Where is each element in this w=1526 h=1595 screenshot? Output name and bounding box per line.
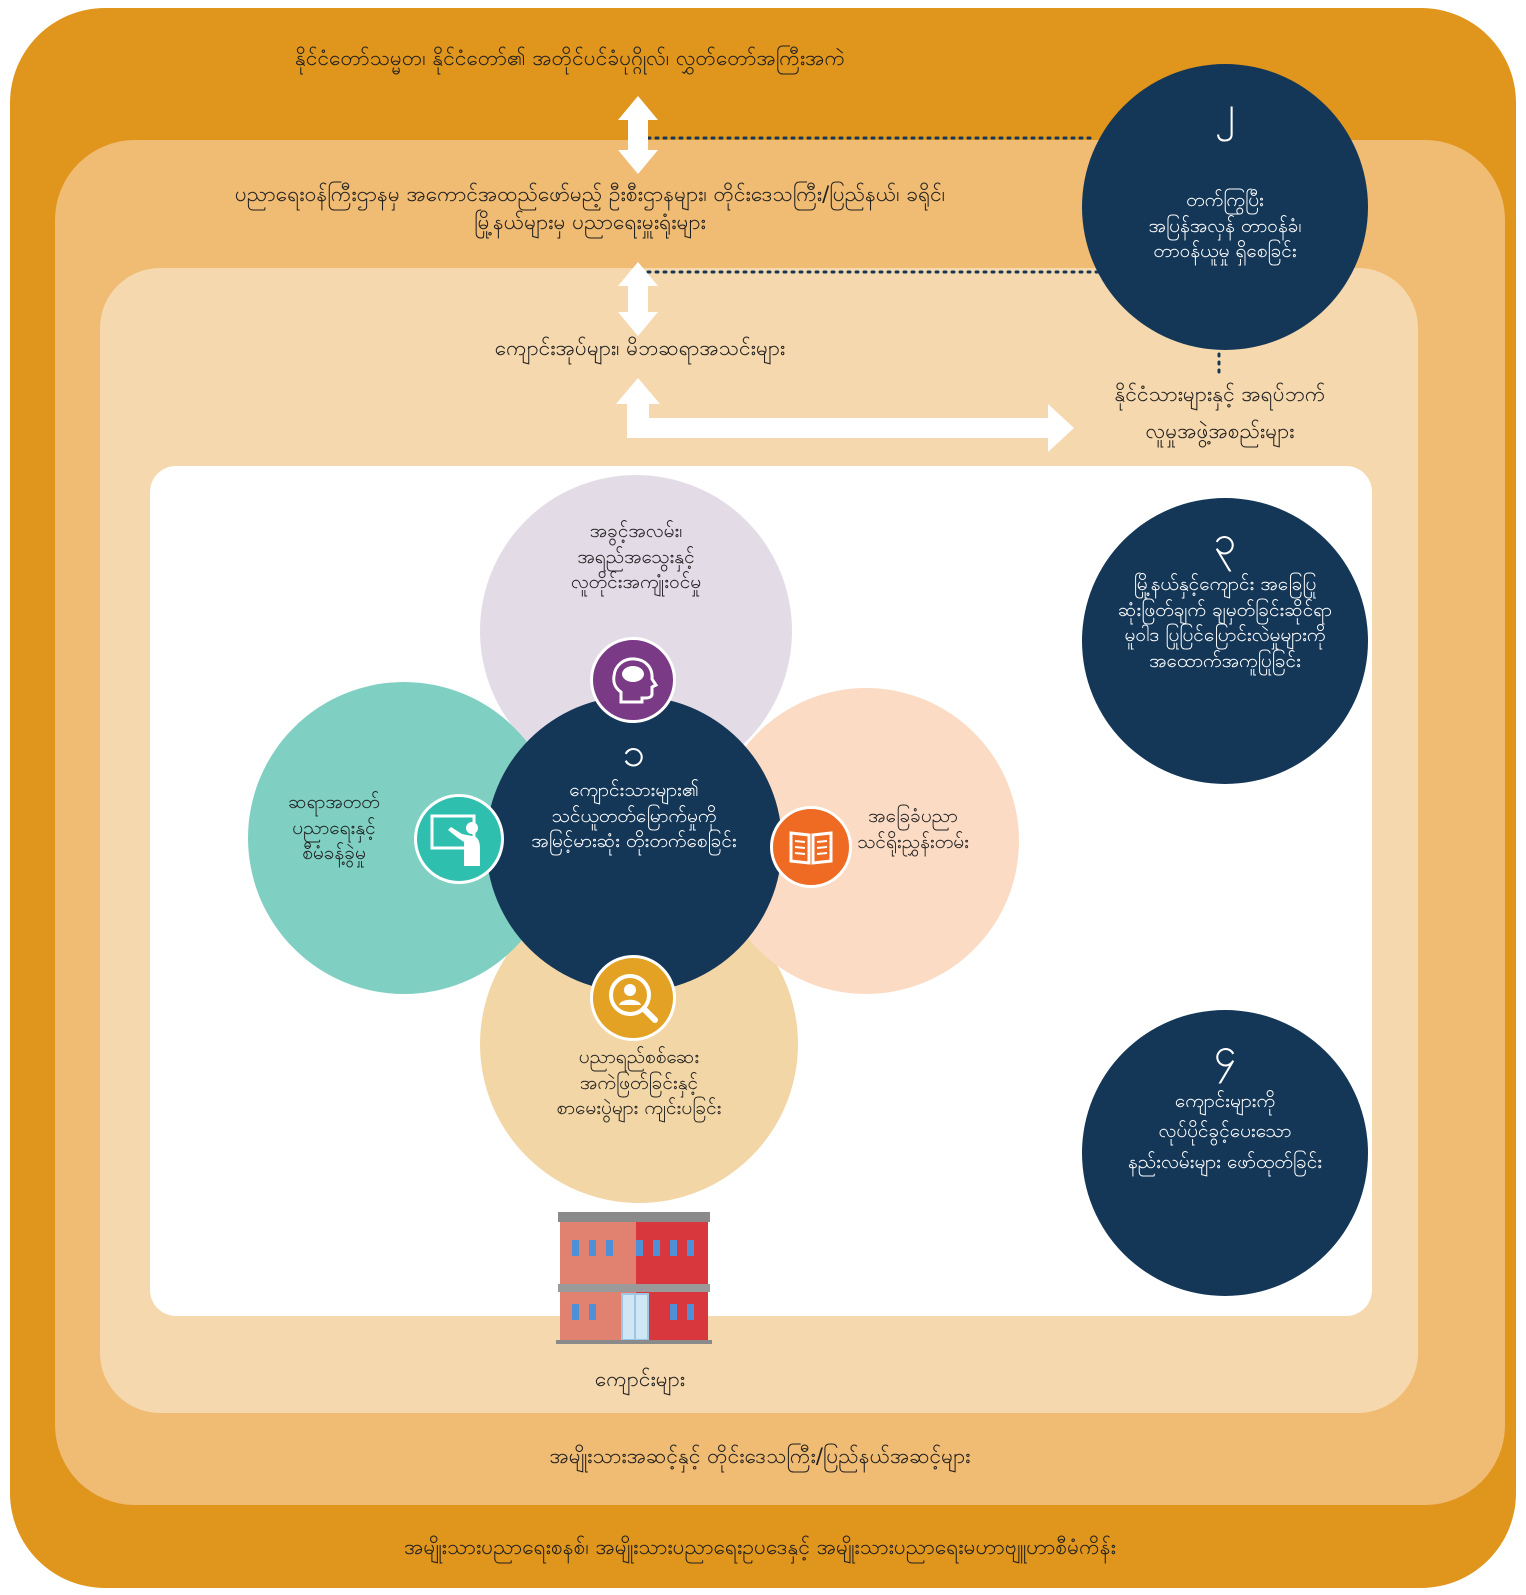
- teacher-board-icon-svg: [430, 814, 480, 866]
- center-number: ၁: [622, 730, 646, 776]
- head-brain-icon: [590, 637, 676, 723]
- center-text: ကျောင်းသားများ၏ သင်ယူတတ်မြောက်မှုကို အမြ…: [492, 778, 776, 855]
- level-clusters-text: ကျောင်းအုပ်များ၊ မိဘဆရာအသင်းများ: [494, 336, 786, 360]
- level-top-text: နိုင်ငံတော်သမ္မတ၊ နိုင်ငံတော်၏ အတိုင်ပင်…: [295, 46, 845, 70]
- school-building-icon: [556, 1212, 712, 1344]
- double-arrow-mid: [618, 262, 658, 336]
- center-circle-goal-1: ၁ ကျောင်းသားများ၏ သင်ယူတတ်မြောက်မှုကို အ…: [486, 696, 782, 992]
- head-brain-icon-svg: [612, 657, 659, 704]
- petal-left-line1: ဆရာအတတ်: [288, 791, 380, 813]
- petal-bottom-text: ပညာရည်စစ်ဆေး အကဲဖြတ်ခြင်းနှင့် စာမေးပွဲမ…: [510, 1045, 768, 1122]
- book-icon: [770, 806, 852, 888]
- goal-text-3: မြို့နယ်နှင့်ကျောင်း အခြေပြု ဆုံးဖြတ်ချက…: [1090, 572, 1360, 675]
- petal-bottom-line3: စာမေးပွဲများ ကျင်းပခြင်း: [556, 1097, 722, 1120]
- level-citizens-line2: လူမှုအဖွဲ့အစည်းများ: [1145, 418, 1295, 443]
- petal-right-curriculum: အခြေခံပညာ သင်ရိုးညွှန်းတမ်း: [713, 688, 1019, 994]
- petal-right-text: အခြေခံပညာ သင်ရိုးညွှန်းတမ်း: [833, 804, 993, 855]
- goal-3-line4: အထောက်အကူပြုခြင်း: [1149, 649, 1301, 672]
- schools-label: ကျောင်းများ: [594, 1367, 686, 1391]
- goal-circle-2: ၂ တက်ကြွပြီး အပြန်အလှန် တာဝန်ခံ၊ တာဝန်ယူ…: [1082, 64, 1368, 350]
- level-national-text: အမျိုးသားအဆင့်နှင့် တိုင်းဒေသကြီး/ပြည်နယ…: [549, 1444, 971, 1468]
- goal-4-line3: နည်းလမ်းများ ဖော်ထုတ်ခြင်း: [1127, 1150, 1323, 1173]
- center-line1: ကျောင်းသားများ၏: [569, 779, 699, 801]
- level-ministry-line1: ပညာရေးဝန်ကြီးဌာနမှ အကောင်အထည်ဖော်မည့် ဦး…: [234, 182, 946, 206]
- double-arrow-top: [618, 96, 658, 174]
- goal-circle-4: ၄ ကျောင်းများကို လုပ်ပိုင်ခွင့်ပေးသော နည…: [1082, 1010, 1368, 1296]
- goal-4-line2: လုပ်ပိုင်ခွင့်ပေးသော: [1158, 1120, 1292, 1143]
- petal-top-text: အခွင့်အလမ်း၊ အရည်အသွေးနှင့် လူတိုင်းအကျု…: [520, 519, 752, 596]
- petal-bottom-line2: အကဲဖြတ်ခြင်းနှင့်: [579, 1071, 699, 1094]
- petal-right-line2: သင်ရိုးညွှန်းတမ်း: [857, 830, 969, 853]
- petal-top-line2: အရည်အသွေးနှင့်: [577, 545, 695, 568]
- center-line3: အမြင့်မားဆုံး တိုးတက်စေခြင်း: [531, 830, 737, 853]
- teacher-board-icon: [414, 794, 504, 884]
- magnify-person-icon-svg: [609, 974, 658, 1023]
- petal-bottom-line1: ပညာရည်စစ်ဆေး: [578, 1046, 700, 1068]
- level-bottom-text: အမျိုးသားပညာရေးစနစ်၊ အမျိုးသားပညာရေးဥပဒေ…: [404, 1535, 1116, 1559]
- petal-top-line1: အခွင့်အလမ်း၊: [589, 520, 683, 542]
- level-ministry-text: ပညာရေးဝန်ကြီးဌာနမှ အကောင်အထည်ဖော်မည့် ဦး…: [90, 180, 1090, 237]
- petal-top-line3: လူတိုင်းအကျုံးဝင်မှု: [570, 571, 702, 594]
- level-ministry-line2: မြို့နယ်များမှ ပညာရေးမှူးရုံးများ: [474, 210, 706, 235]
- level-citizens-text: နိုင်ငံသားများနှင့် အရပ်ဘက် လူမှုအဖွဲ့အစ…: [1060, 376, 1380, 450]
- petal-left-text: ဆရာအတတ် ပညာရေးနှင့် စီမံခန့်ခွဲမှု: [266, 790, 402, 867]
- goal-3-line1: မြို့နယ်နှင့်ကျောင်း အခြေပြု: [1133, 573, 1317, 595]
- goal-text-2: တက်ကြွပြီး အပြန်အလှန် တာဝန်ခံ၊ တာဝန်ယူမှ…: [1102, 188, 1348, 265]
- book-icon-svg: [789, 831, 833, 865]
- petal-left-line2: ပညာရေးနှင့်: [292, 816, 376, 839]
- goal-4-line1: ကျောင်းများကို: [1174, 1090, 1276, 1112]
- goal-2-line3: တာဝန်ယူမှု ရှိစေခြင်း: [1153, 240, 1297, 263]
- goal-number-4: ၄: [1213, 1030, 1237, 1076]
- goal-circle-3: ၃ မြို့နယ်နှင့်ကျောင်း အခြေပြု ဆုံးဖြတ်ခ…: [1082, 498, 1368, 784]
- goal-number-3: ၃: [1213, 518, 1237, 564]
- goal-2-line2: အပြန်အလှန် တာဝန်ခံ၊: [1148, 214, 1302, 237]
- goal-3-line3: မူဝါဒ ပြုပြင်ပြောင်းလဲမှုများကို: [1124, 624, 1326, 647]
- goal-number-2: ၂: [1215, 88, 1235, 134]
- petal-left-line3: စီမံခန့်ခွဲမှု: [302, 842, 366, 865]
- center-line2: သင်ယူတတ်မြောက်မှုကို: [551, 804, 717, 827]
- level-citizens-line1: နိုင်ငံသားများနှင့် အရပ်ဘက်: [1114, 382, 1326, 406]
- l-arrow-to-citizens: [616, 378, 1074, 452]
- goal-text-4: ကျောင်းများကို လုပ်ပိုင်ခွင့်ပေးသော နည်း…: [1096, 1086, 1354, 1177]
- magnify-person-icon: [590, 955, 676, 1041]
- goal-2-line1: တက်ကြွပြီး: [1186, 189, 1264, 211]
- goal-3-line2: ဆုံးဖြတ်ချက် ချမှတ်ခြင်းဆိုင်ရာ: [1118, 598, 1332, 621]
- petal-right-line1: အခြေခံပညာ: [868, 805, 958, 827]
